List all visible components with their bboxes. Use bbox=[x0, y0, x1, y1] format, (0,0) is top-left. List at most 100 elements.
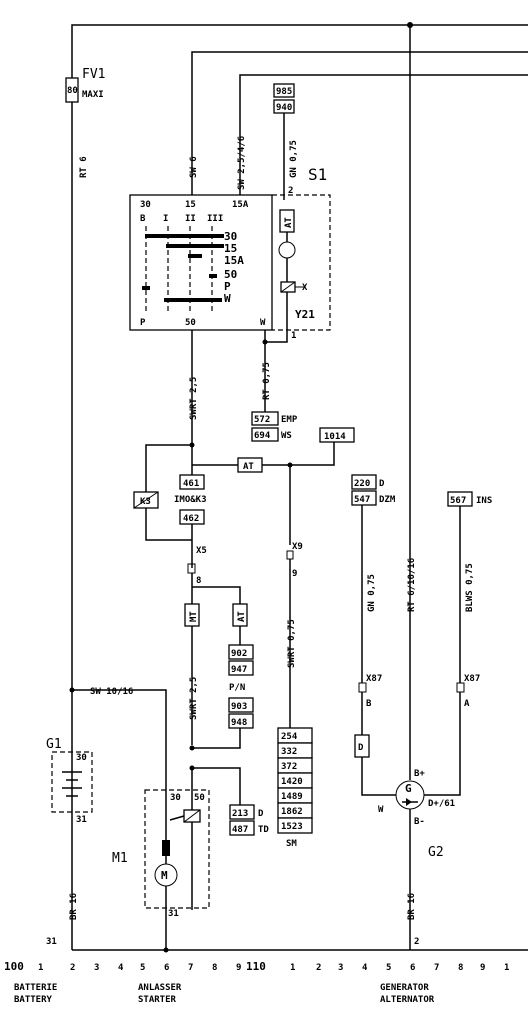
svg-text:G: G bbox=[405, 782, 412, 795]
svg-text:100: 100 bbox=[4, 960, 24, 973]
svg-text:9: 9 bbox=[236, 963, 241, 973]
svg-text:9: 9 bbox=[292, 569, 297, 579]
svg-text:X5: X5 bbox=[196, 546, 207, 556]
svg-text:M1: M1 bbox=[112, 851, 128, 866]
svg-text:G2: G2 bbox=[428, 845, 444, 860]
svg-text:30: 30 bbox=[76, 753, 87, 763]
svg-text:567: 567 bbox=[450, 496, 466, 506]
svg-text:INS: INS bbox=[476, 496, 492, 506]
svg-text:15: 15 bbox=[224, 242, 237, 255]
svg-text:FV1: FV1 bbox=[82, 67, 105, 82]
connector-x87-a: X87 A bbox=[424, 674, 480, 796]
svg-text:8: 8 bbox=[458, 963, 463, 973]
top-bus-wires bbox=[71, 22, 528, 950]
svg-text:110: 110 bbox=[246, 960, 266, 973]
svg-text:694: 694 bbox=[254, 431, 271, 441]
svg-text:S1: S1 bbox=[308, 165, 327, 184]
svg-text:15A: 15A bbox=[224, 254, 244, 267]
svg-text:GN 0,75: GN 0,75 bbox=[289, 140, 299, 178]
connector-x9: X9 9 SWRT 0,75 bbox=[286, 542, 303, 728]
svg-text:8: 8 bbox=[196, 576, 201, 586]
footer-labels: BATTERIE BATTERY ANLASSER STARTER GENERA… bbox=[14, 983, 435, 1005]
section-ruler: 100 1 2 3 4 5 6 7 8 9 110 1 2 3 4 5 6 7 … bbox=[4, 960, 509, 973]
svg-text:SWRT 0,75: SWRT 0,75 bbox=[287, 619, 297, 668]
svg-text:I: I bbox=[163, 214, 168, 224]
svg-text:30: 30 bbox=[140, 200, 151, 210]
ref-box-220-547: 220 D 547 DZM GN 0,75 bbox=[351, 474, 396, 683]
svg-text:2: 2 bbox=[414, 937, 419, 947]
svg-text:ALTERNATOR: ALTERNATOR bbox=[380, 995, 435, 1005]
svg-text:EMP: EMP bbox=[281, 415, 298, 425]
svg-text:1420: 1420 bbox=[281, 777, 303, 787]
wire-label-br16-left: BR 16 bbox=[69, 893, 79, 920]
svg-text:P/N: P/N bbox=[229, 683, 245, 693]
svg-text:487: 487 bbox=[232, 825, 248, 835]
svg-text:K3: K3 bbox=[140, 497, 151, 507]
ignition-switch-s1: 30 15 15A B I II III 30 15 15A 50 P W P … bbox=[129, 194, 273, 331]
svg-text:GENERATOR: GENERATOR bbox=[380, 983, 429, 993]
svg-text:1: 1 bbox=[291, 331, 296, 341]
at-mid-block: AT 1014 bbox=[192, 427, 355, 545]
svg-text:W: W bbox=[260, 318, 266, 328]
battery-g1: G1 30 31 bbox=[46, 737, 93, 825]
svg-text:TD: TD bbox=[258, 825, 269, 835]
wire-label-rt61016: RT 6/10/16 bbox=[407, 558, 417, 612]
svg-text:D+/61: D+/61 bbox=[428, 799, 455, 809]
alternator-g2: G B+ D+/61 W B- G2 bbox=[378, 769, 455, 950]
svg-text:D: D bbox=[358, 743, 364, 753]
svg-text:572: 572 bbox=[254, 415, 270, 425]
mt-at-branch: MT AT 902 947 P/N 903 948 bbox=[184, 586, 254, 749]
starter-m1: M1 30 50 M 31 bbox=[112, 768, 210, 919]
svg-text:50: 50 bbox=[185, 318, 196, 328]
svg-text:948: 948 bbox=[231, 718, 247, 728]
fuse-fv1: 80 FV1 MAXI bbox=[65, 67, 105, 103]
svg-text:2: 2 bbox=[288, 186, 293, 196]
svg-text:372: 372 bbox=[281, 762, 297, 772]
svg-text:5: 5 bbox=[386, 963, 391, 973]
wire-sw1016: SW 10/16 bbox=[69, 687, 167, 790]
svg-text:5: 5 bbox=[140, 963, 145, 973]
svg-text:DZM: DZM bbox=[379, 495, 396, 505]
ref-box-567: 567 INS BLWS 0,75 bbox=[447, 491, 492, 683]
svg-text:STARTER: STARTER bbox=[138, 995, 177, 1005]
svg-text:461: 461 bbox=[183, 479, 199, 489]
svg-text:7: 7 bbox=[434, 963, 439, 973]
svg-text:ANLASSER: ANLASSER bbox=[138, 983, 182, 993]
svg-text:AT: AT bbox=[284, 217, 294, 228]
svg-text:III: III bbox=[207, 214, 223, 224]
relay-k3: K3 bbox=[133, 444, 192, 541]
svg-text:X87: X87 bbox=[366, 674, 382, 684]
svg-text:BATTERY: BATTERY bbox=[14, 995, 53, 1005]
svg-text:254: 254 bbox=[281, 732, 298, 742]
svg-text:1523: 1523 bbox=[281, 822, 303, 832]
ref-box-985-940: 985 940 GN 0,75 bbox=[273, 83, 299, 200]
ref-box-213-487: 213 D 487 TD bbox=[192, 767, 269, 836]
svg-text:X: X bbox=[302, 283, 308, 293]
svg-text:II: II bbox=[185, 214, 196, 224]
svg-text:B: B bbox=[140, 214, 146, 224]
wire-label-sw25: SW 2,5/4/6 bbox=[237, 136, 247, 190]
svg-text:9: 9 bbox=[480, 963, 485, 973]
svg-text:3: 3 bbox=[338, 963, 343, 973]
svg-text:902: 902 bbox=[231, 649, 247, 659]
svg-text:1: 1 bbox=[290, 963, 295, 973]
svg-text:547: 547 bbox=[354, 495, 370, 505]
svg-text:462: 462 bbox=[183, 514, 199, 524]
svg-text:A: A bbox=[464, 699, 470, 709]
svg-text:213: 213 bbox=[232, 809, 248, 819]
sm-ref-stack: 254 332 372 1420 1489 1862 1523 SM bbox=[277, 727, 313, 849]
svg-text:AT: AT bbox=[237, 611, 247, 622]
svg-text:Y21: Y21 bbox=[295, 308, 315, 321]
svg-text:6: 6 bbox=[410, 963, 415, 973]
svg-text:P: P bbox=[140, 318, 146, 328]
svg-text:1014: 1014 bbox=[324, 432, 346, 442]
svg-text:31: 31 bbox=[168, 909, 179, 919]
wire-label-sw6: SW 6 bbox=[189, 156, 199, 178]
svg-text:W: W bbox=[378, 805, 384, 815]
wire-label-br16-right: BR 16 bbox=[407, 893, 417, 920]
svg-text:2: 2 bbox=[70, 963, 75, 973]
svg-text:GN 0,75: GN 0,75 bbox=[367, 574, 377, 612]
svg-text:4: 4 bbox=[362, 963, 368, 973]
svg-text:220: 220 bbox=[354, 479, 370, 489]
svg-text:4: 4 bbox=[118, 963, 124, 973]
